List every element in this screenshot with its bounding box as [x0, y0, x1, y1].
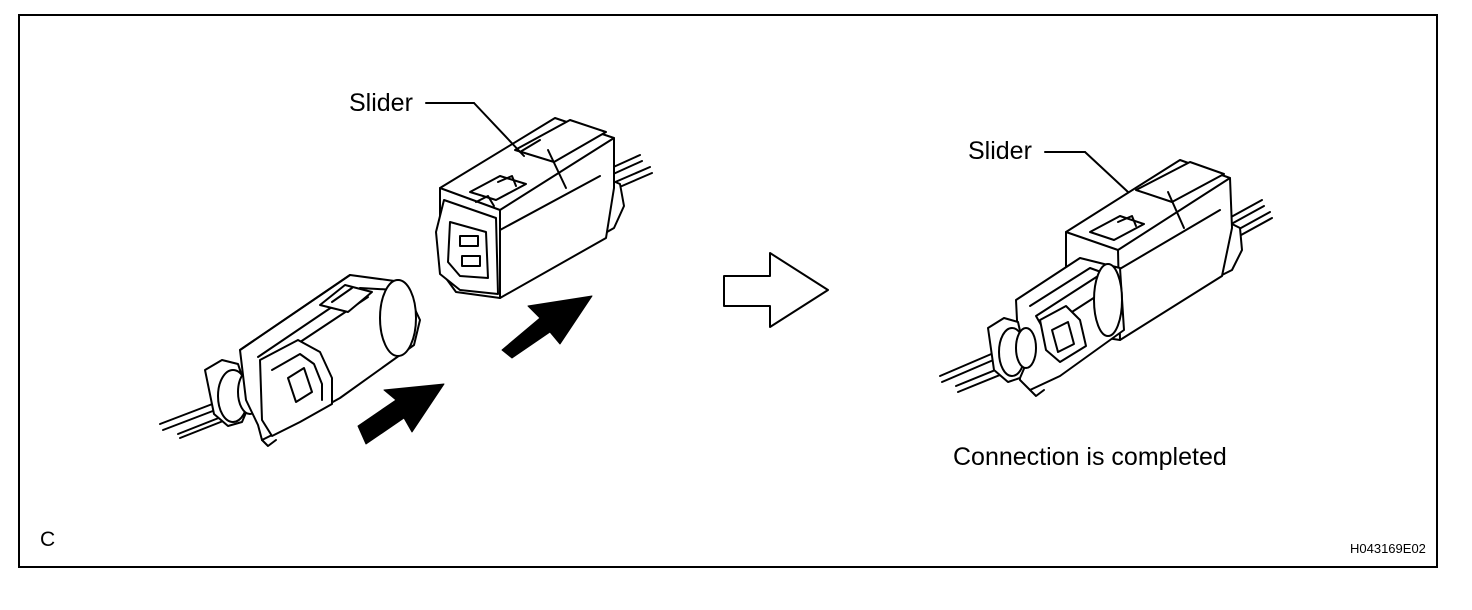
push-arrow-lower-icon [357, 383, 445, 445]
slider-label-right: Slider [968, 137, 1032, 165]
connector-plug-left [159, 274, 421, 447]
figure-code: H043169E02 [1350, 541, 1426, 556]
connector-housing-left [435, 117, 653, 299]
connector-assembled-right [939, 159, 1273, 397]
result-arrow-icon [723, 252, 829, 328]
connection-caption: Connection is completed [953, 443, 1227, 471]
slider-label-left: Slider [349, 89, 413, 117]
panel-letter: C [40, 528, 56, 551]
figure-frame [18, 14, 1438, 568]
slider-leader-left-d [473, 102, 525, 157]
push-arrow-upper-icon [501, 295, 593, 359]
